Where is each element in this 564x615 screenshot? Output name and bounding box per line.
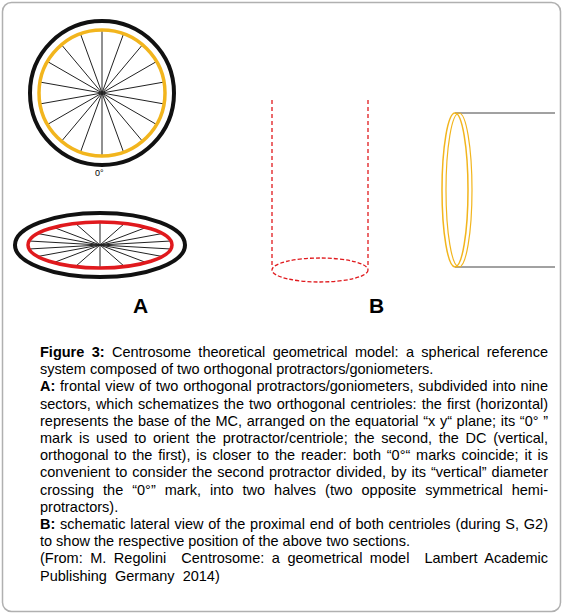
panel-key: B:: [40, 516, 55, 532]
caption-paragraph: (From: M. Regolini Centrosome: a geometr…: [40, 550, 548, 584]
centriole-wall: [455, 267, 555, 268]
figure-number: Figure 3:: [40, 344, 105, 360]
caption-paragraph: Figure 3: Centrosome theoretical geometr…: [40, 344, 548, 378]
centriole-wall: [271, 100, 272, 268]
zero-degree-mark: 0°: [95, 168, 104, 178]
panel-description: schematic lateral view of the proximal e…: [40, 516, 548, 549]
centriole-wall: [367, 100, 368, 268]
caption-paragraph: A: frontal view of two orthogonal protra…: [40, 378, 548, 516]
distal-centriole-circle: [39, 30, 165, 156]
sector-line: [80, 34, 123, 152]
panel-key: A:: [40, 378, 55, 394]
outer-ellipse: [15, 213, 185, 277]
figure-caption: Centrosome theoretical geometrical model…: [40, 344, 548, 377]
sector-line: [75, 223, 124, 266]
sector-line: [75, 223, 124, 266]
source-note: (From: M. Regolini Centrosome: a geometr…: [40, 550, 552, 583]
protractor-spokes: [40, 30, 164, 156]
figure-frame: [3, 3, 561, 612]
caption-paragraph: B: schematic lateral view of the proxima…: [40, 516, 548, 550]
panel-description: frontal view of two orthogonal protracto…: [40, 378, 548, 514]
centriole-base: [272, 258, 368, 282]
daughter-centriole-ellipse: [446, 113, 472, 267]
mother-centriole-ellipse: [28, 222, 172, 268]
caption-area: Figure 3: Centrosome theoretical geometr…: [40, 344, 548, 585]
outer-circle: [30, 21, 174, 165]
centriole-wall: [455, 113, 555, 114]
sector-line: [80, 34, 123, 152]
panel-letter: B: [369, 294, 384, 318]
panel-letter: A: [133, 294, 148, 318]
